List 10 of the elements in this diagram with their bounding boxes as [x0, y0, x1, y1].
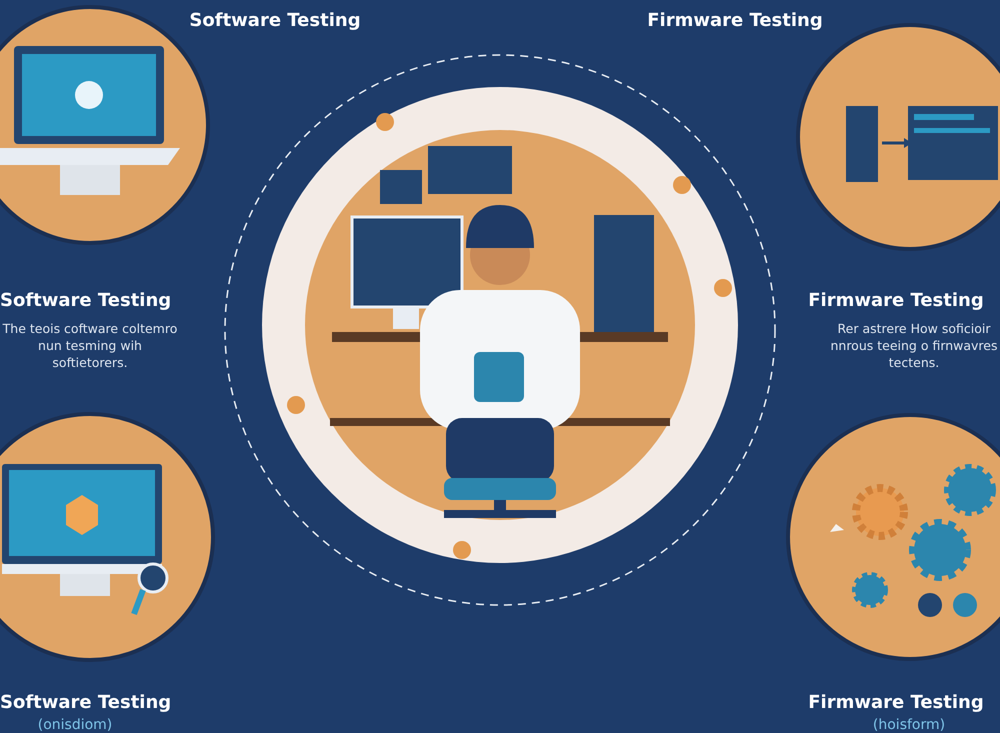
subheading: (onisdiom)	[36, 717, 114, 733]
heading: Software Testing	[0, 692, 170, 713]
heading: Software Testing	[0, 290, 170, 311]
description-text: Rer astrere How soficioir nnrous teeing o firnwavres tectens.	[830, 320, 998, 371]
subheading: (hoisform)	[872, 717, 946, 733]
heading: Firmware Testing	[807, 290, 985, 311]
heading: Software Testing	[188, 10, 362, 31]
heading: Firmware Testing	[646, 10, 824, 31]
heading: Firmware Testing	[807, 692, 985, 713]
description-text: The teois coftware coltemro nun tesming wih softietorers.	[2, 320, 178, 371]
